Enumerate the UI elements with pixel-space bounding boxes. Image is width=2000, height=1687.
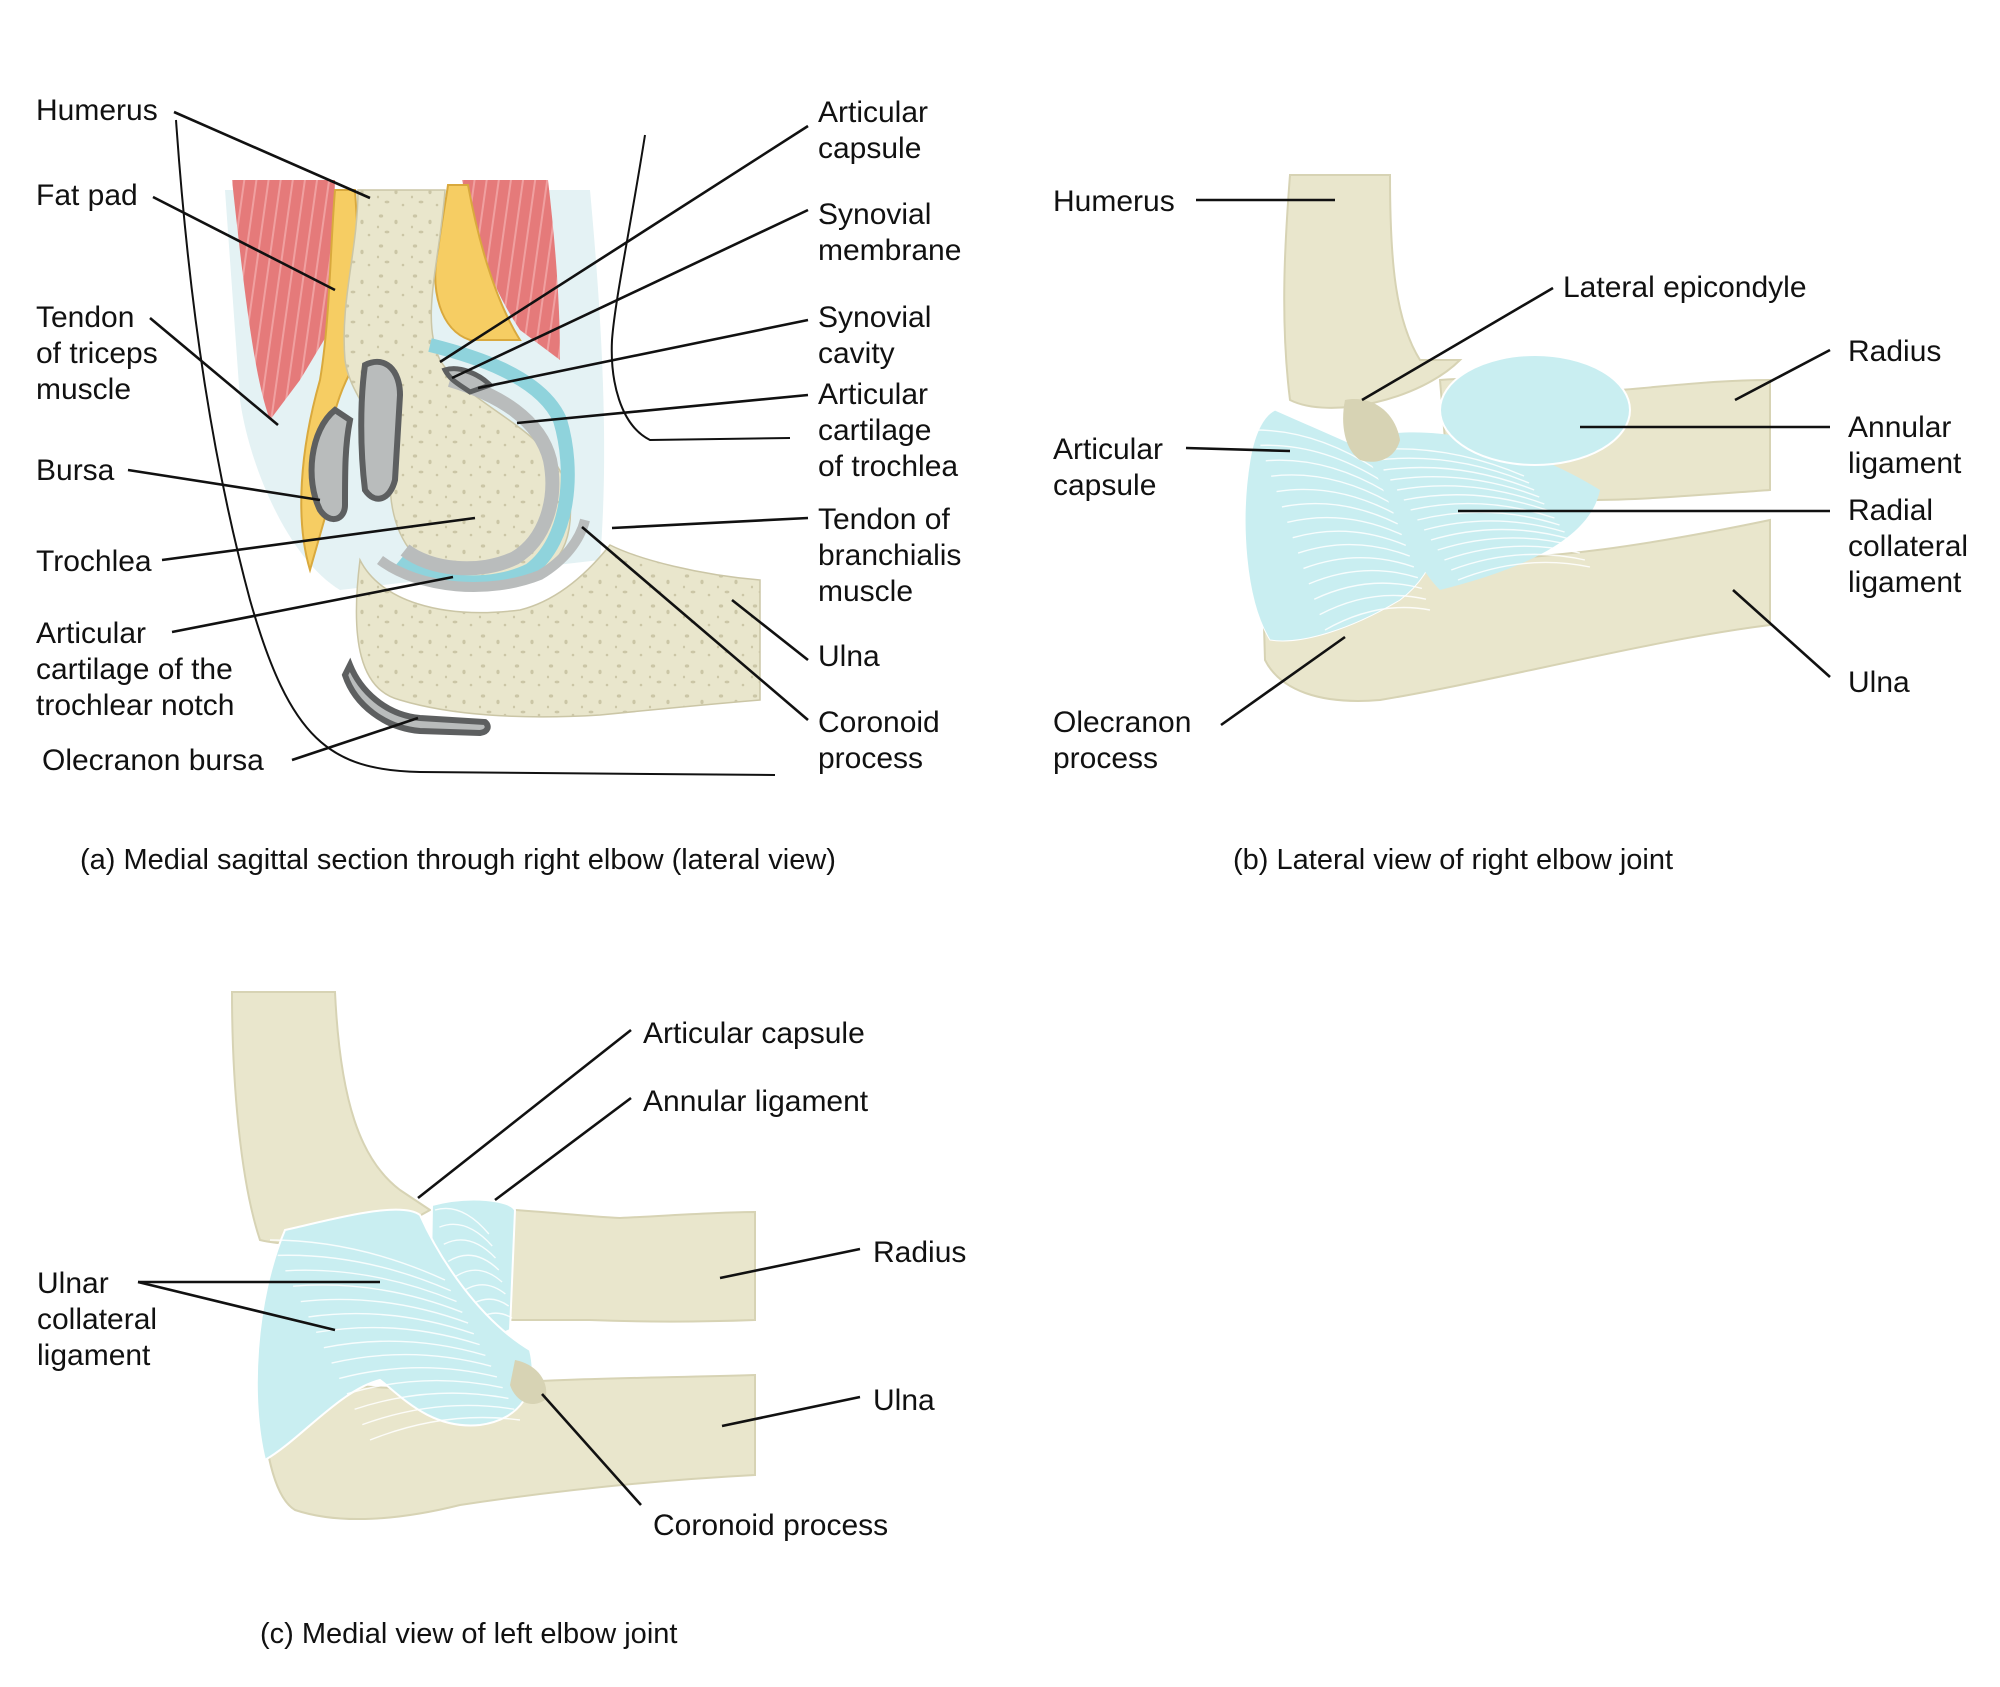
- label-humerus-a: Humerus: [36, 94, 158, 127]
- label-trochlea: Trochlea: [36, 545, 152, 578]
- label-coronoid-process-c: Coronoid process: [653, 1509, 888, 1542]
- caption-a: (a) Medial sagittal section through righ…: [80, 844, 836, 876]
- humerus-bone-c: [230, 991, 432, 1245]
- trochlea-cartilage: [400, 373, 560, 576]
- leader-lateral-epicondyle: [1361, 286, 1554, 402]
- leader-radius-c: [719, 1247, 861, 1280]
- leader-articular-capsule-b: [1185, 446, 1291, 453]
- leader-ulnar-collateral-2: [137, 1280, 336, 1332]
- humerus-bone-b: [1283, 174, 1463, 409]
- caption-b: (b) Lateral view of right elbow joint: [1233, 844, 1673, 876]
- leader-ulna-b: [1732, 589, 1831, 678]
- olecranon-bursa-shape: [341, 657, 491, 737]
- panel-b-lateral-view: Humerus Lateral epicondyle Radius Annula…: [1053, 174, 1976, 876]
- leader-synovial-cavity: [477, 318, 809, 390]
- label-articular-capsule-c: Articular capsule: [643, 1017, 865, 1050]
- leader-tendon-branchialis: [611, 516, 809, 530]
- panel-c-medial-view: Articular capsule Annular ligament Radiu…: [37, 991, 966, 1650]
- label-synovial-cavity: Synovial cavity: [818, 301, 940, 370]
- leader-coronoid-a: [581, 526, 809, 721]
- leader-bursa: [127, 468, 321, 502]
- leader-synovial-membrane: [451, 208, 809, 380]
- label-articular-cartilage-notch: Articular cartilage of the trochlear not…: [36, 617, 241, 722]
- label-tendon-triceps: Tendon of triceps muscle: [36, 301, 166, 406]
- leader-annular-ligament-c: [494, 1096, 632, 1202]
- label-ulna-a: Ulna: [818, 640, 880, 673]
- radius-bone-c: [438, 1207, 756, 1323]
- label-articular-capsule-a: Articular capsule: [818, 96, 936, 165]
- label-fat-pad: Fat pad: [36, 179, 138, 212]
- leader-ulna-a: [731, 598, 809, 662]
- annular-ligament-shape-c-fibers: [434, 1207, 513, 1331]
- leader-fat-pad: [152, 195, 336, 292]
- synovial-cavity-shape: [358, 358, 404, 502]
- leader-articular-capsule-c: [417, 1028, 632, 1200]
- label-annular-ligament-c: Annular ligament: [643, 1085, 869, 1118]
- label-lateral-epicondyle: Lateral epicondyle: [1563, 271, 1807, 304]
- label-bursa: Bursa: [36, 454, 115, 487]
- label-olecranon-process: Olecranon process: [1053, 706, 1200, 775]
- lateral-epicondyle-shape: [1343, 399, 1400, 462]
- leader-ulna-c: [721, 1395, 861, 1428]
- label-synovial-membrane: Synovial membrane: [818, 198, 961, 267]
- label-ulna-c: Ulna: [873, 1384, 935, 1417]
- bursa-shape: [308, 406, 354, 522]
- panel-a-sagittal-section: Humerus Fat pad Tendon of triceps muscle…: [36, 94, 970, 876]
- skin-outline-posterior: [175, 119, 776, 776]
- label-ulna-b: Ulna: [1848, 666, 1910, 699]
- annular-ligament-shape-b: [1439, 354, 1631, 466]
- leader-radius-b: [1734, 348, 1831, 402]
- caption-c: (c) Medial view of left elbow joint: [260, 1618, 677, 1650]
- label-radius-b: Radius: [1848, 335, 1941, 368]
- label-coronoid-process-a: Coronoid process: [818, 706, 948, 775]
- ulna-bone: [355, 544, 761, 718]
- ulnar-collateral-shape: [255, 1208, 534, 1462]
- capsule-region-b-fibers: [1254, 429, 1431, 631]
- leader-articular-capsule-a: [439, 124, 809, 364]
- label-radial-collateral-ligament: Radial collateral ligament: [1848, 494, 1976, 599]
- label-ulnar-collateral-ligament: Ulnar collateral ligament: [37, 1267, 165, 1372]
- label-articular-capsule-b: Articular capsule: [1053, 433, 1171, 502]
- skin-outline-anterior: [610, 134, 791, 442]
- leader-coronoid-c: [541, 1393, 642, 1506]
- leader-olecranon-bursa: [291, 716, 419, 762]
- triceps-muscle: [232, 180, 335, 420]
- brachialis-muscle: [462, 180, 560, 360]
- trochlear-notch-cartilage: [377, 518, 590, 592]
- leader-tendon-triceps: [149, 317, 279, 426]
- leader-olecranon-process: [1220, 635, 1346, 727]
- leader-cartilage-notch: [171, 575, 454, 634]
- leader-cartilage-trochlea: [516, 393, 809, 425]
- radial-collateral-region-b-fibers: [1369, 448, 1591, 581]
- label-tendon-branchialis: Tendon of branchialis muscle: [818, 503, 970, 608]
- coronoid-process-shape: [510, 1360, 547, 1405]
- label-radius-c: Radius: [873, 1236, 966, 1269]
- label-annular-ligament-b: Annular ligament: [1848, 411, 1962, 480]
- label-articular-cartilage-trochlea: Articular cartilage of trochlea: [818, 378, 958, 483]
- label-olecranon-bursa: Olecranon bursa: [42, 744, 264, 777]
- leader-trochlea: [161, 516, 476, 562]
- leader-humerus-a: [173, 110, 371, 200]
- label-humerus-b: Humerus: [1053, 185, 1175, 218]
